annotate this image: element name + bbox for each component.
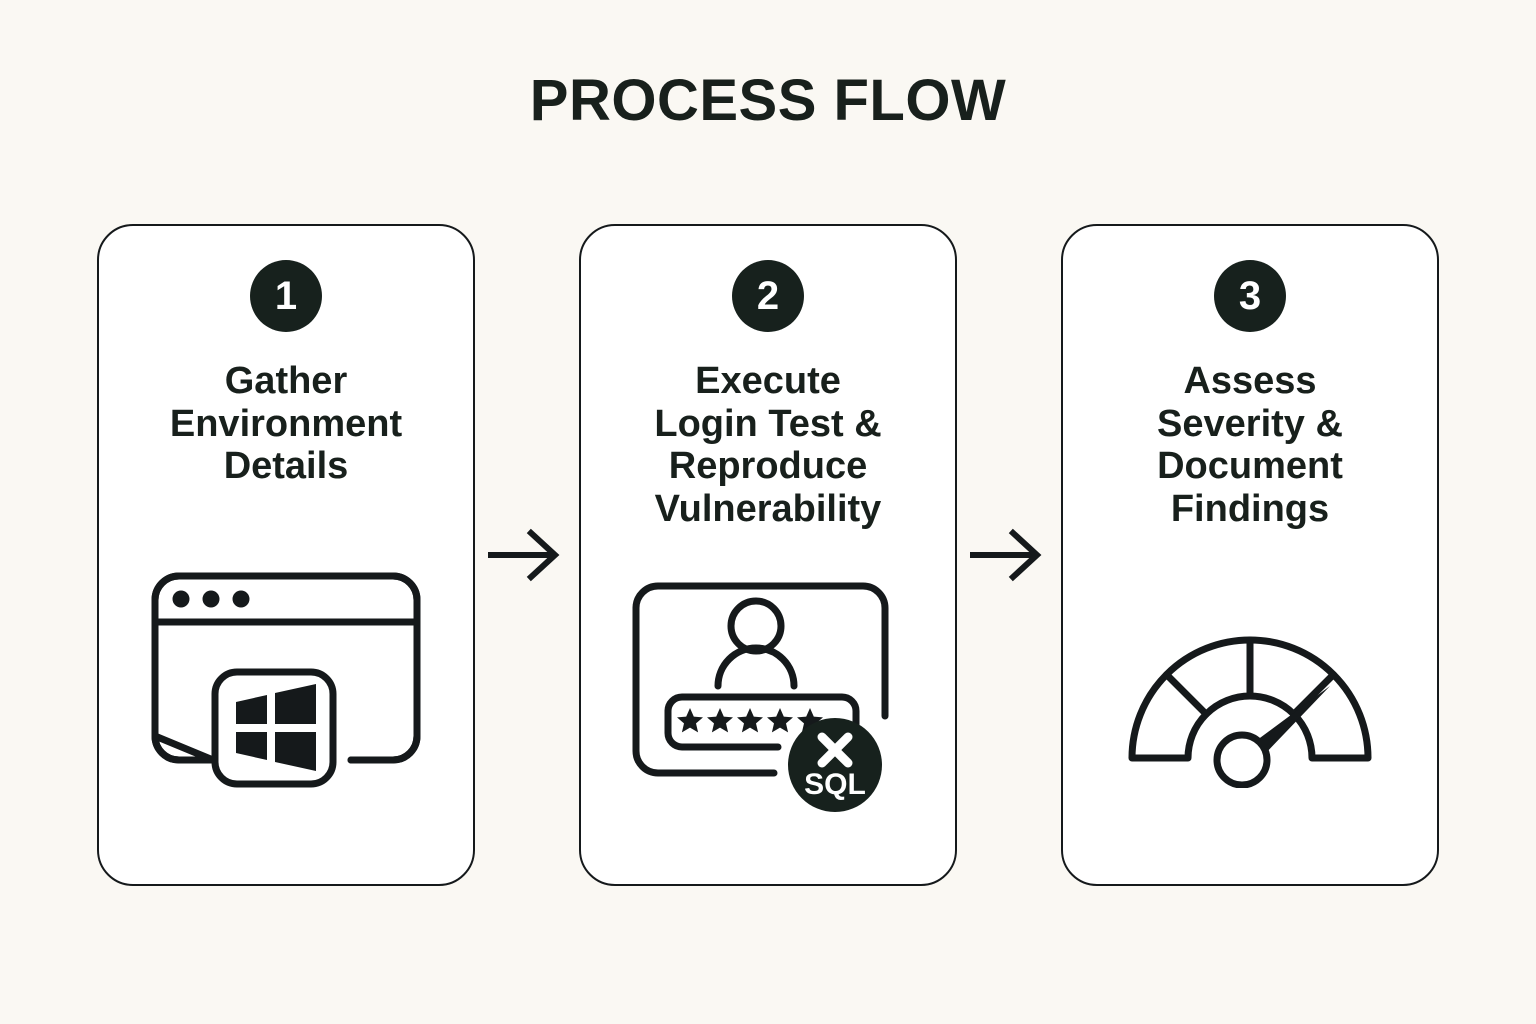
password-field: [664, 693, 860, 751]
gauge-arc: [1128, 636, 1372, 762]
step-card-3[interactable]: 3 Assess Severity & Document Findings: [1061, 224, 1439, 886]
browser-window-windows-icon: [151, 572, 421, 788]
connector-2: [957, 224, 1061, 886]
sql-error-badge: [788, 718, 882, 813]
step-card-1[interactable]: 1 Gather Environment Details: [97, 224, 475, 886]
step-icon-3-wrap: [1063, 530, 1437, 884]
windows-logo-icon: [236, 683, 316, 771]
step-icon-2-wrap: SQL: [581, 530, 955, 884]
x-mark-icon: [817, 732, 853, 768]
arrow-right-icon: [488, 528, 560, 582]
step-number-badge-3: 3: [1214, 260, 1286, 332]
gauge-segments: [1163, 636, 1337, 718]
step-number-badge-1: 1: [250, 260, 322, 332]
step-title-1: Gather Environment Details: [169, 360, 403, 488]
page-title: PROCESS FLOW: [529, 68, 1007, 133]
connector-1: [475, 224, 579, 886]
step-icon-1-wrap: [99, 488, 473, 884]
step-number-badge-2: 2: [732, 260, 804, 332]
sql-badge-label: SQL: [804, 768, 866, 801]
severity-gauge-icon: [1128, 636, 1372, 789]
step-title-3: Assess Severity & Document Findings: [1157, 360, 1343, 530]
login-sql-injection-icon: SQL: [632, 582, 889, 813]
password-mask-stars: [677, 708, 823, 733]
step-card-2[interactable]: 2 Execute Login Test & Reproduce Vulnera…: [579, 224, 957, 886]
three-dots-icon: [172, 590, 250, 608]
step-title-2: Execute Login Test & Reproduce Vulnerabi…: [654, 360, 882, 530]
process-flow-container: 1 Gather Environment Details: [97, 224, 1439, 886]
user-avatar-icon: [714, 597, 798, 690]
arrow-right-icon: [970, 528, 1042, 582]
gauge-hub: [1213, 731, 1271, 789]
